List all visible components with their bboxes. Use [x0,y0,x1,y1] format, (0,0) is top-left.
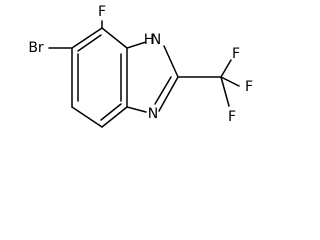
bond-c4-c5-inner [77,34,102,52]
benzimidazole-structure-diagram: Br F H N N F F F [28,4,253,128]
bond-c2-n3 [158,76,179,112]
atom-label-nh-h: H [144,32,155,48]
bond-c7-c6 [71,106,103,128]
atom-label-nh-n: N [151,32,161,48]
atom-label-n: N [148,106,158,122]
atom-label-br: Br [28,40,44,56]
bond-c5-c4 [71,27,103,49]
atom-label-f-right: F [245,79,253,95]
bond-c3a-n1 [126,41,147,49]
bond-c7-c7a-inner [100,103,122,121]
bond-c7a-c7 [101,106,128,128]
bond-c4-c3a [101,27,128,49]
bond-cf3-f-bottom [220,76,230,107]
bond-cf3-f-right [220,76,240,87]
bond-cf3-f-top [220,59,232,78]
atom-label-f-bottom: F [228,109,236,125]
bond-n3-c7a [126,106,147,113]
atom-label-f-ring: F [98,4,106,20]
bonds [48,20,240,128]
bond-n1-c2 [163,45,179,78]
bond-c2-n3-inner [154,76,172,105]
atom-label-f-top: F [232,46,240,62]
